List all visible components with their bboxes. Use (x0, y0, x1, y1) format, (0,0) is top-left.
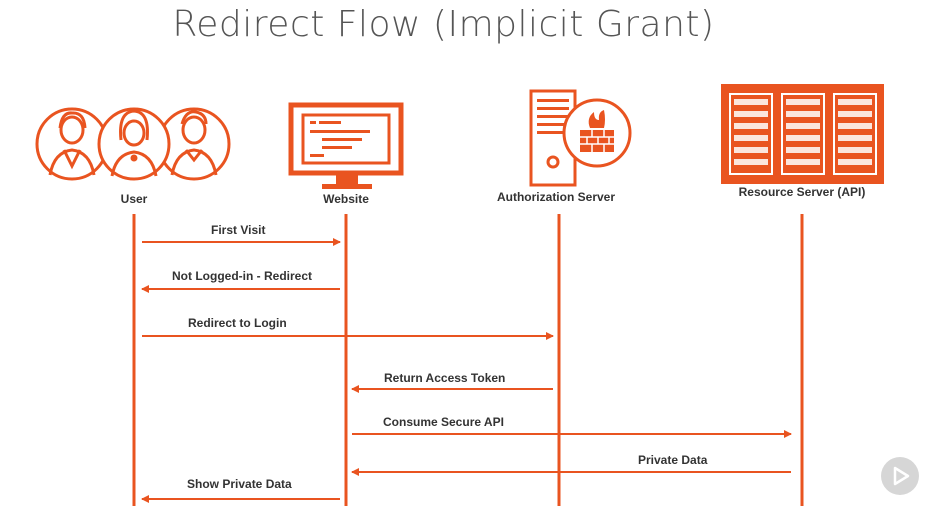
play-icon (893, 466, 910, 486)
actor-label-user: User (120, 192, 148, 206)
monitor-code-icon (288, 102, 404, 189)
message-private-data: Private Data (638, 453, 708, 467)
play-button[interactable] (881, 457, 919, 495)
message-not-logged-in: Not Logged-in - Redirect (172, 269, 312, 283)
server-rack-icon (721, 84, 884, 184)
server-firewall-icon (529, 89, 632, 187)
message-first-visit: First Visit (211, 223, 266, 237)
actor-label-auth-server: Authorization Server (496, 190, 616, 204)
message-redirect-to-login: Redirect to Login (188, 316, 287, 330)
message-show-private-data: Show Private Data (187, 477, 292, 491)
actor-label-website: Website (323, 192, 369, 206)
page-title: Redirect Flow (Implicit Grant) (172, 4, 715, 45)
actor-label-resource-server: Resource Server (API) (738, 185, 866, 199)
message-return-access-token: Return Access Token (384, 371, 506, 385)
message-consume-secure-api: Consume Secure API (383, 415, 504, 429)
users-icon (35, 107, 231, 181)
